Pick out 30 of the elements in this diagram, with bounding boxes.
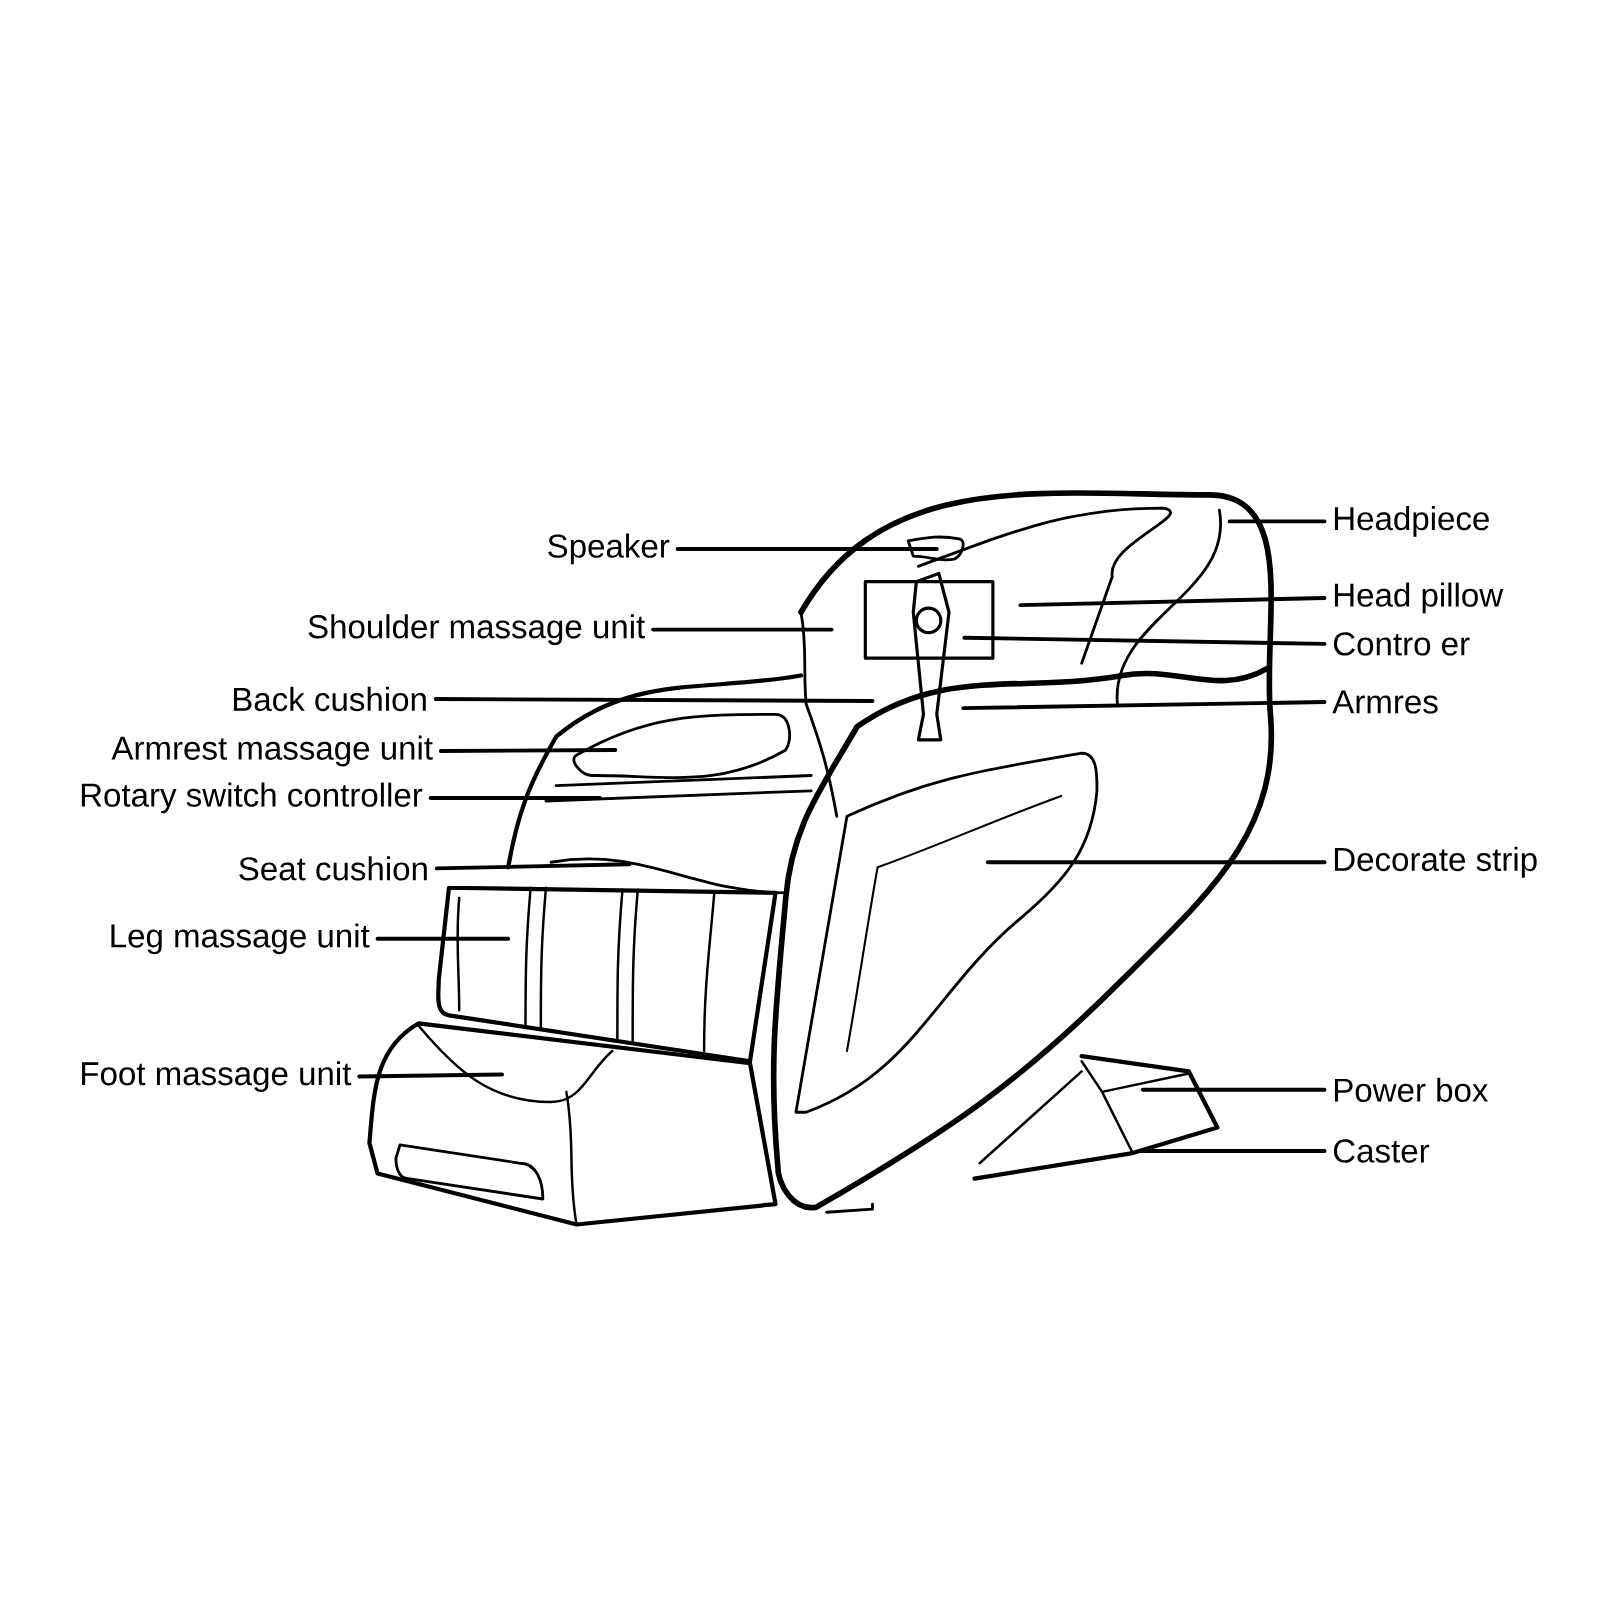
- leader-line: [433, 697, 875, 703]
- leader-line: [961, 700, 1327, 711]
- leader-line: [428, 796, 602, 800]
- leader-line: [438, 748, 618, 753]
- leader-line: [1227, 519, 1327, 524]
- leader-line: [375, 936, 511, 941]
- part-label: Decorate strip: [1334, 846, 1537, 878]
- leader-line: [1018, 596, 1327, 608]
- part-label: Armrest massage unit: [111, 735, 433, 767]
- leader-line: [1138, 1149, 1327, 1153]
- part-label: Armres: [1332, 690, 1438, 714]
- leader-line: [357, 1072, 504, 1079]
- part-label: Caster: [1333, 1139, 1430, 1163]
- part-label: Back cushion: [233, 686, 426, 712]
- part-label: Shoulder massage unit: [308, 614, 645, 645]
- part-label: Leg massage unit: [111, 923, 370, 955]
- part-label: Power box: [1334, 1077, 1489, 1102]
- leader-line: [985, 860, 1327, 865]
- part-label: Head pillow: [1334, 582, 1504, 614]
- part-label: Headpiece: [1334, 506, 1489, 537]
- part-label: Rotary switch controller: [81, 782, 423, 814]
- leader-line: [962, 635, 1327, 646]
- part-label: Seat cushion: [239, 856, 427, 881]
- leader-line: [675, 547, 939, 551]
- part-label: Foot massage unit: [82, 1061, 352, 1092]
- part-label: Speaker: [548, 533, 670, 565]
- part-label: Contro er: [1333, 632, 1470, 656]
- leader-line: [434, 862, 632, 871]
- leader-line: [1140, 1087, 1327, 1092]
- leader-line: [651, 627, 834, 632]
